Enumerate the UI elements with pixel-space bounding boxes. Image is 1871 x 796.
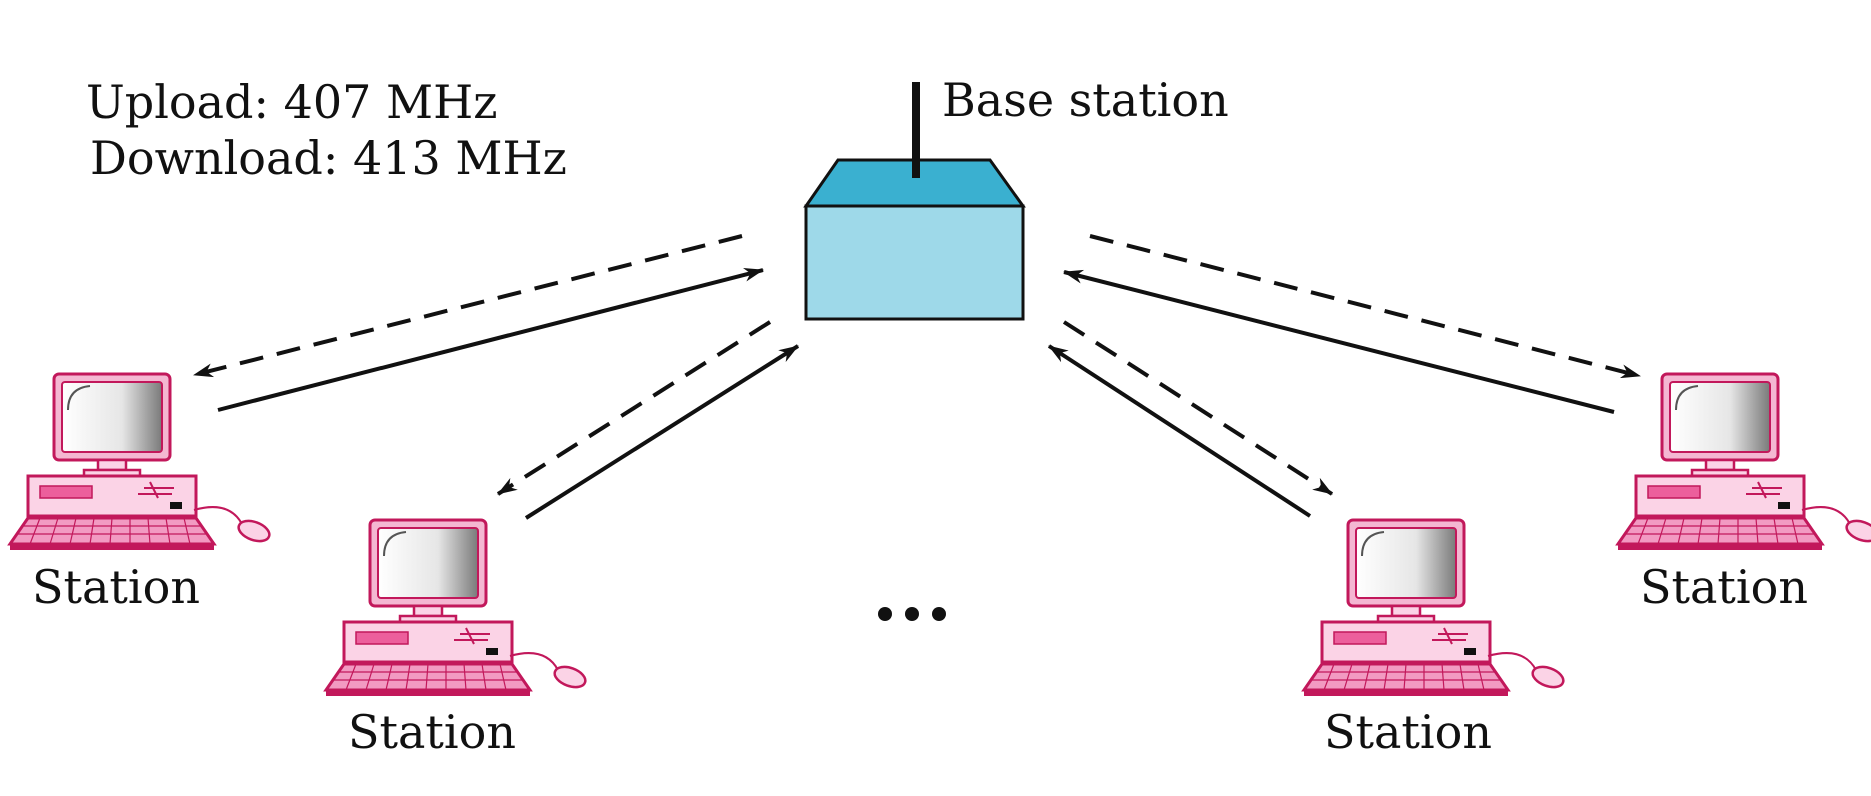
download-link-station-1 bbox=[193, 234, 743, 378]
computer-icon bbox=[1616, 372, 1871, 552]
station-3 bbox=[1302, 518, 1568, 698]
upload-frequency-label: Upload: 407 MHz bbox=[86, 75, 497, 129]
links bbox=[193, 234, 1641, 520]
station-1-label: Station bbox=[32, 560, 200, 614]
download-frequency-label: Download: 413 MHz bbox=[90, 131, 567, 185]
base-station bbox=[803, 82, 1026, 321]
station-1 bbox=[8, 372, 274, 552]
station-2 bbox=[324, 518, 590, 698]
download-link-station-2 bbox=[496, 320, 772, 496]
computer-icon bbox=[324, 518, 590, 698]
station-4 bbox=[1616, 372, 1871, 552]
station-4-label: Station bbox=[1640, 560, 1808, 614]
download-link-station-4 bbox=[1089, 234, 1641, 379]
station-3-label: Station bbox=[1324, 705, 1492, 759]
ellipsis bbox=[878, 607, 946, 621]
computer-icon bbox=[8, 372, 274, 552]
download-link-station-3 bbox=[1062, 320, 1334, 496]
upload-link-station-3 bbox=[1047, 344, 1312, 518]
base-station-label: Base station bbox=[942, 73, 1229, 127]
station-2-label: Station bbox=[348, 705, 516, 759]
computer-icon bbox=[1302, 518, 1568, 698]
upload-link-station-1 bbox=[217, 267, 764, 412]
upload-link-station-4 bbox=[1063, 269, 1615, 414]
upload-link-station-2 bbox=[524, 344, 800, 520]
